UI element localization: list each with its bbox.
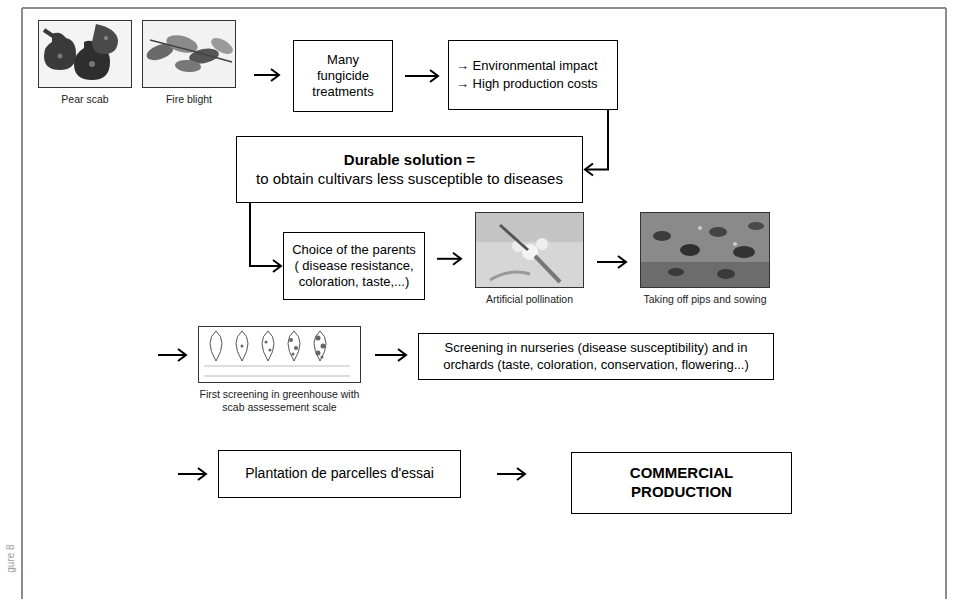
process-box: Choice of the parents ( disease resistan…: [283, 232, 425, 300]
pear-scab-photo: [38, 20, 132, 88]
figure-panel: First screening in greenhouse with scab …: [198, 326, 361, 413]
box-text: Screening in nurseries (disease suscepti…: [426, 340, 766, 373]
pollination-photo: [475, 212, 584, 288]
process-box: Screening in nurseries (disease suscepti…: [418, 333, 774, 380]
photo-panel: Fire blight: [142, 20, 236, 106]
photo-panel: Taking off pips and sowing: [640, 212, 770, 306]
box-text: → Environmental impact: [456, 58, 598, 74]
figure-number: gure 8: [5, 539, 16, 579]
box-text: Choice of the parents ( disease resistan…: [291, 242, 417, 291]
flow-arrow: [405, 75, 438, 77]
photo-caption: Pear scab: [38, 93, 132, 106]
flow-arrow: [585, 110, 608, 170]
sowing-photo: [640, 212, 770, 288]
flow-arrow: [497, 473, 525, 475]
photo-caption: Artificial pollination: [475, 293, 584, 306]
flow-arrow: [250, 203, 281, 266]
flow-arrow: [597, 261, 626, 263]
box-text: → High production costs: [456, 76, 598, 92]
page-frame: [22, 8, 946, 599]
scab-scale-figure: [198, 326, 361, 383]
process-box: Many fungicide treatments: [293, 40, 393, 112]
photo-panel: Artificial pollination: [475, 212, 584, 306]
photo-frame: [38, 20, 132, 88]
process-box: Plantation de parcelles d'essai: [218, 450, 461, 498]
flow-arrow: [178, 473, 206, 475]
flow-arrow: [254, 74, 279, 76]
flow-arrow: [437, 258, 461, 260]
goal-box: Durable solution =to obtain cultivars le…: [236, 136, 583, 203]
flow-arrow: [158, 354, 186, 356]
fire-blight-photo: [142, 20, 236, 88]
photo-frame: [142, 20, 236, 88]
photo-panel: Pear scab: [38, 20, 132, 106]
photo-caption: Taking off pips and sowing: [640, 293, 770, 306]
photo-frame: [640, 212, 770, 288]
box-text: to obtain cultivars less susceptible to …: [256, 170, 563, 189]
photo-frame: [475, 212, 584, 288]
box-text: COMMERCIAL PRODUCTION: [617, 464, 747, 502]
box-text: Plantation de parcelles d'essai: [245, 465, 434, 483]
box-text: Durable solution =: [344, 151, 475, 170]
consequence-box: → Environmental impact → High production …: [448, 40, 618, 110]
box-text: Many fungicide treatments: [301, 52, 385, 101]
photo-caption: Fire blight: [142, 93, 236, 106]
final-box: COMMERCIAL PRODUCTION: [571, 452, 792, 514]
flow-arrow: [375, 354, 406, 356]
photo-caption: First screening in greenhouse with scab …: [198, 388, 361, 413]
photo-frame: [198, 326, 361, 383]
